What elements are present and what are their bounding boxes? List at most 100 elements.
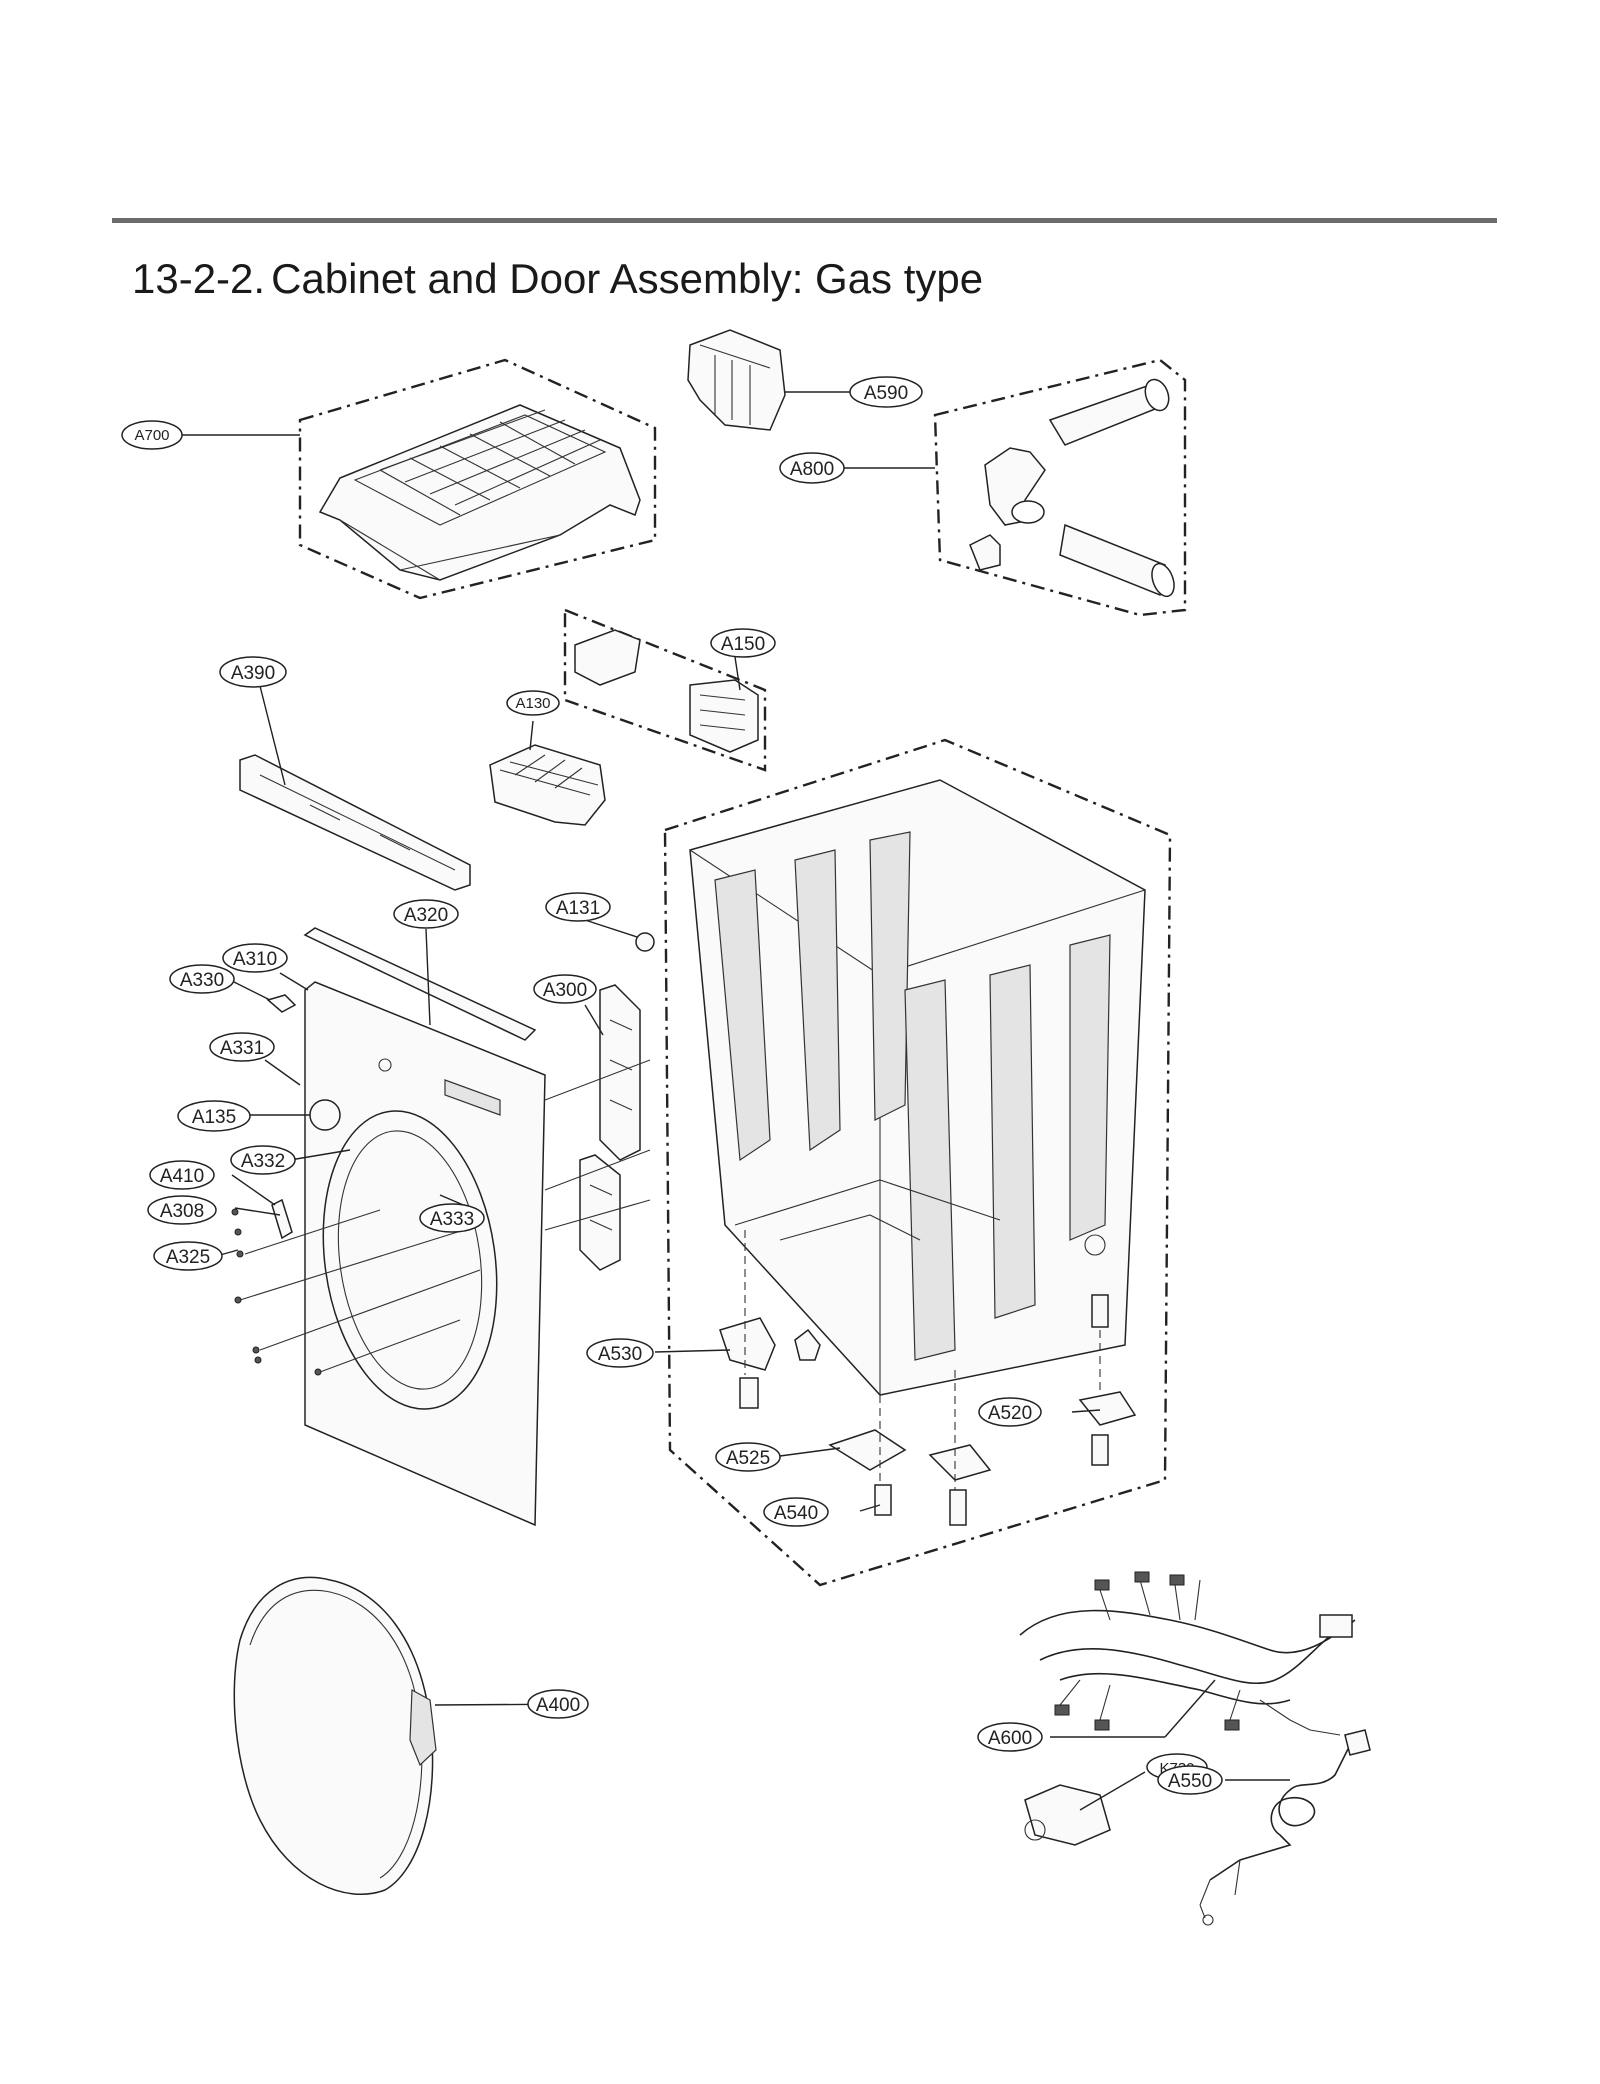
control-module-boundary xyxy=(563,608,767,772)
top-plate-edge xyxy=(339,519,561,581)
callout-A520-text: A520 xyxy=(988,1403,1032,1424)
callout-A540: A540 xyxy=(763,1497,829,1527)
door-rim xyxy=(249,1589,423,1879)
callout-A320: A320 xyxy=(393,899,459,929)
callout-A332: A332 xyxy=(230,1145,296,1175)
power-cord-ring-terminal xyxy=(1202,1914,1214,1926)
front-panel-door-opening xyxy=(322,1110,498,1410)
clip-a330 xyxy=(266,994,297,1013)
callout-A590: A590 xyxy=(849,376,923,408)
callout-A300-text: A300 xyxy=(543,980,587,1001)
callout-A325-text: A325 xyxy=(166,1247,210,1268)
harness-main-2 xyxy=(1039,1624,1346,1685)
harness-connector-3 xyxy=(1169,1574,1185,1586)
callout-A330: A330 xyxy=(169,964,235,994)
harness-terminal-block xyxy=(1319,1614,1353,1638)
power-cord-line xyxy=(1209,1744,1351,1881)
harness-connector-5 xyxy=(1094,1719,1110,1731)
callout-A310-text: A310 xyxy=(233,949,277,970)
bracket-a590-slots xyxy=(699,344,771,425)
harness-connector-4 xyxy=(1054,1704,1070,1716)
grommet-a131 xyxy=(635,932,655,952)
front-panel-display-window xyxy=(444,1079,501,1116)
callout-A131-text: A131 xyxy=(556,898,600,919)
callout-A333: A333 xyxy=(419,1203,485,1233)
cabinet-side-rib-3 xyxy=(1069,934,1111,1241)
cabinet-panel-rib-1 xyxy=(714,869,771,1162)
top-plate-group xyxy=(298,358,657,600)
callout-A320-text: A320 xyxy=(404,905,448,926)
leveling-leg-center xyxy=(949,1489,967,1526)
leveling-leg-upper xyxy=(1091,1294,1109,1328)
cabinet-base-hole xyxy=(1084,1234,1106,1256)
cabinet-side-rib-2 xyxy=(989,964,1036,1319)
callout-A150-text: A150 xyxy=(721,634,765,655)
vent-duct-group xyxy=(933,358,1187,617)
leveling-leg-a540 xyxy=(874,1484,892,1516)
filter-housing-a130 xyxy=(489,744,606,826)
callout-A410: A410 xyxy=(149,1160,215,1190)
bracket-a590-group xyxy=(687,329,786,431)
page-title: 13-2-2.Cabinet and Door Assembly: Gas ty… xyxy=(132,255,983,303)
harness-connector-1 xyxy=(1094,1579,1110,1591)
foot-plate xyxy=(928,1444,992,1481)
callout-A135: A135 xyxy=(177,1100,251,1132)
harness-main-1 xyxy=(1019,1609,1356,1654)
callout-A131: A131 xyxy=(545,892,611,922)
callout-A700: A700 xyxy=(121,420,183,450)
duct-pipe-lower xyxy=(1059,523,1166,597)
cabinet-side-rib-1 xyxy=(904,979,956,1361)
callout-A800-text: A800 xyxy=(790,459,834,480)
duct-pipe-lower-end xyxy=(1151,562,1175,598)
cabinet-panel-rib-3 xyxy=(869,831,911,1121)
front-panel-door-inner-ring xyxy=(337,1130,483,1390)
side-trim-a300 xyxy=(544,984,651,1271)
callouts: A700 A590 A800 A150 A390 A130 A320 A131 … xyxy=(121,376,1223,1795)
harness-main-3 xyxy=(1059,1672,1291,1705)
top-plate-ribs xyxy=(379,409,601,516)
side-trim-lower xyxy=(579,1154,621,1271)
power-cord-leads xyxy=(1199,1859,1241,1919)
callout-A130-text: A130 xyxy=(515,695,550,712)
leveling-leg-a520 xyxy=(1091,1434,1109,1466)
callout-A300: A300 xyxy=(533,974,597,1004)
panel-screws xyxy=(231,1208,481,1376)
callout-A400-text: A400 xyxy=(536,1695,580,1716)
callout-A540-text: A540 xyxy=(774,1503,818,1524)
door-hinge xyxy=(409,1689,437,1767)
control-module-left xyxy=(574,629,641,686)
bracket-a520 xyxy=(1078,1391,1137,1426)
control-module-group xyxy=(563,608,767,772)
callout-A332-text: A332 xyxy=(241,1151,285,1172)
callout-A308-text: A308 xyxy=(160,1201,204,1222)
callout-A525: A525 xyxy=(715,1442,781,1472)
component-k730-body xyxy=(1024,1784,1111,1846)
callout-A330-text: A330 xyxy=(180,970,224,991)
rear-bracket-detail xyxy=(259,774,456,871)
vent-duct-boundary xyxy=(933,358,1187,617)
top-plate-grid xyxy=(353,414,607,526)
callout-A390-text: A390 xyxy=(231,663,275,684)
callout-A700-text: A700 xyxy=(134,427,169,444)
callout-A310: A310 xyxy=(222,943,288,973)
duct-elbow xyxy=(984,447,1046,526)
callout-A550: A550 xyxy=(1157,1765,1223,1795)
section-rule xyxy=(112,218,1497,223)
callout-A600: A600 xyxy=(977,1722,1043,1752)
bracket-a530 xyxy=(719,1317,776,1371)
side-trim-upper xyxy=(599,984,641,1161)
top-plate-part xyxy=(318,404,641,581)
duct-clip xyxy=(969,534,1001,571)
harness-connector-6 xyxy=(1224,1719,1240,1731)
door-outer xyxy=(233,1576,434,1895)
base-brackets xyxy=(719,1230,1137,1526)
callout-A331-text: A331 xyxy=(220,1038,264,1059)
front-panel-hole xyxy=(378,1058,392,1072)
callout-A325: A325 xyxy=(153,1241,223,1271)
callout-A530: A530 xyxy=(586,1338,654,1368)
cabinet-group xyxy=(663,738,1172,1587)
callout-A150: A150 xyxy=(710,628,776,658)
control-module-right xyxy=(689,679,759,753)
callout-A130: A130 xyxy=(506,690,560,716)
